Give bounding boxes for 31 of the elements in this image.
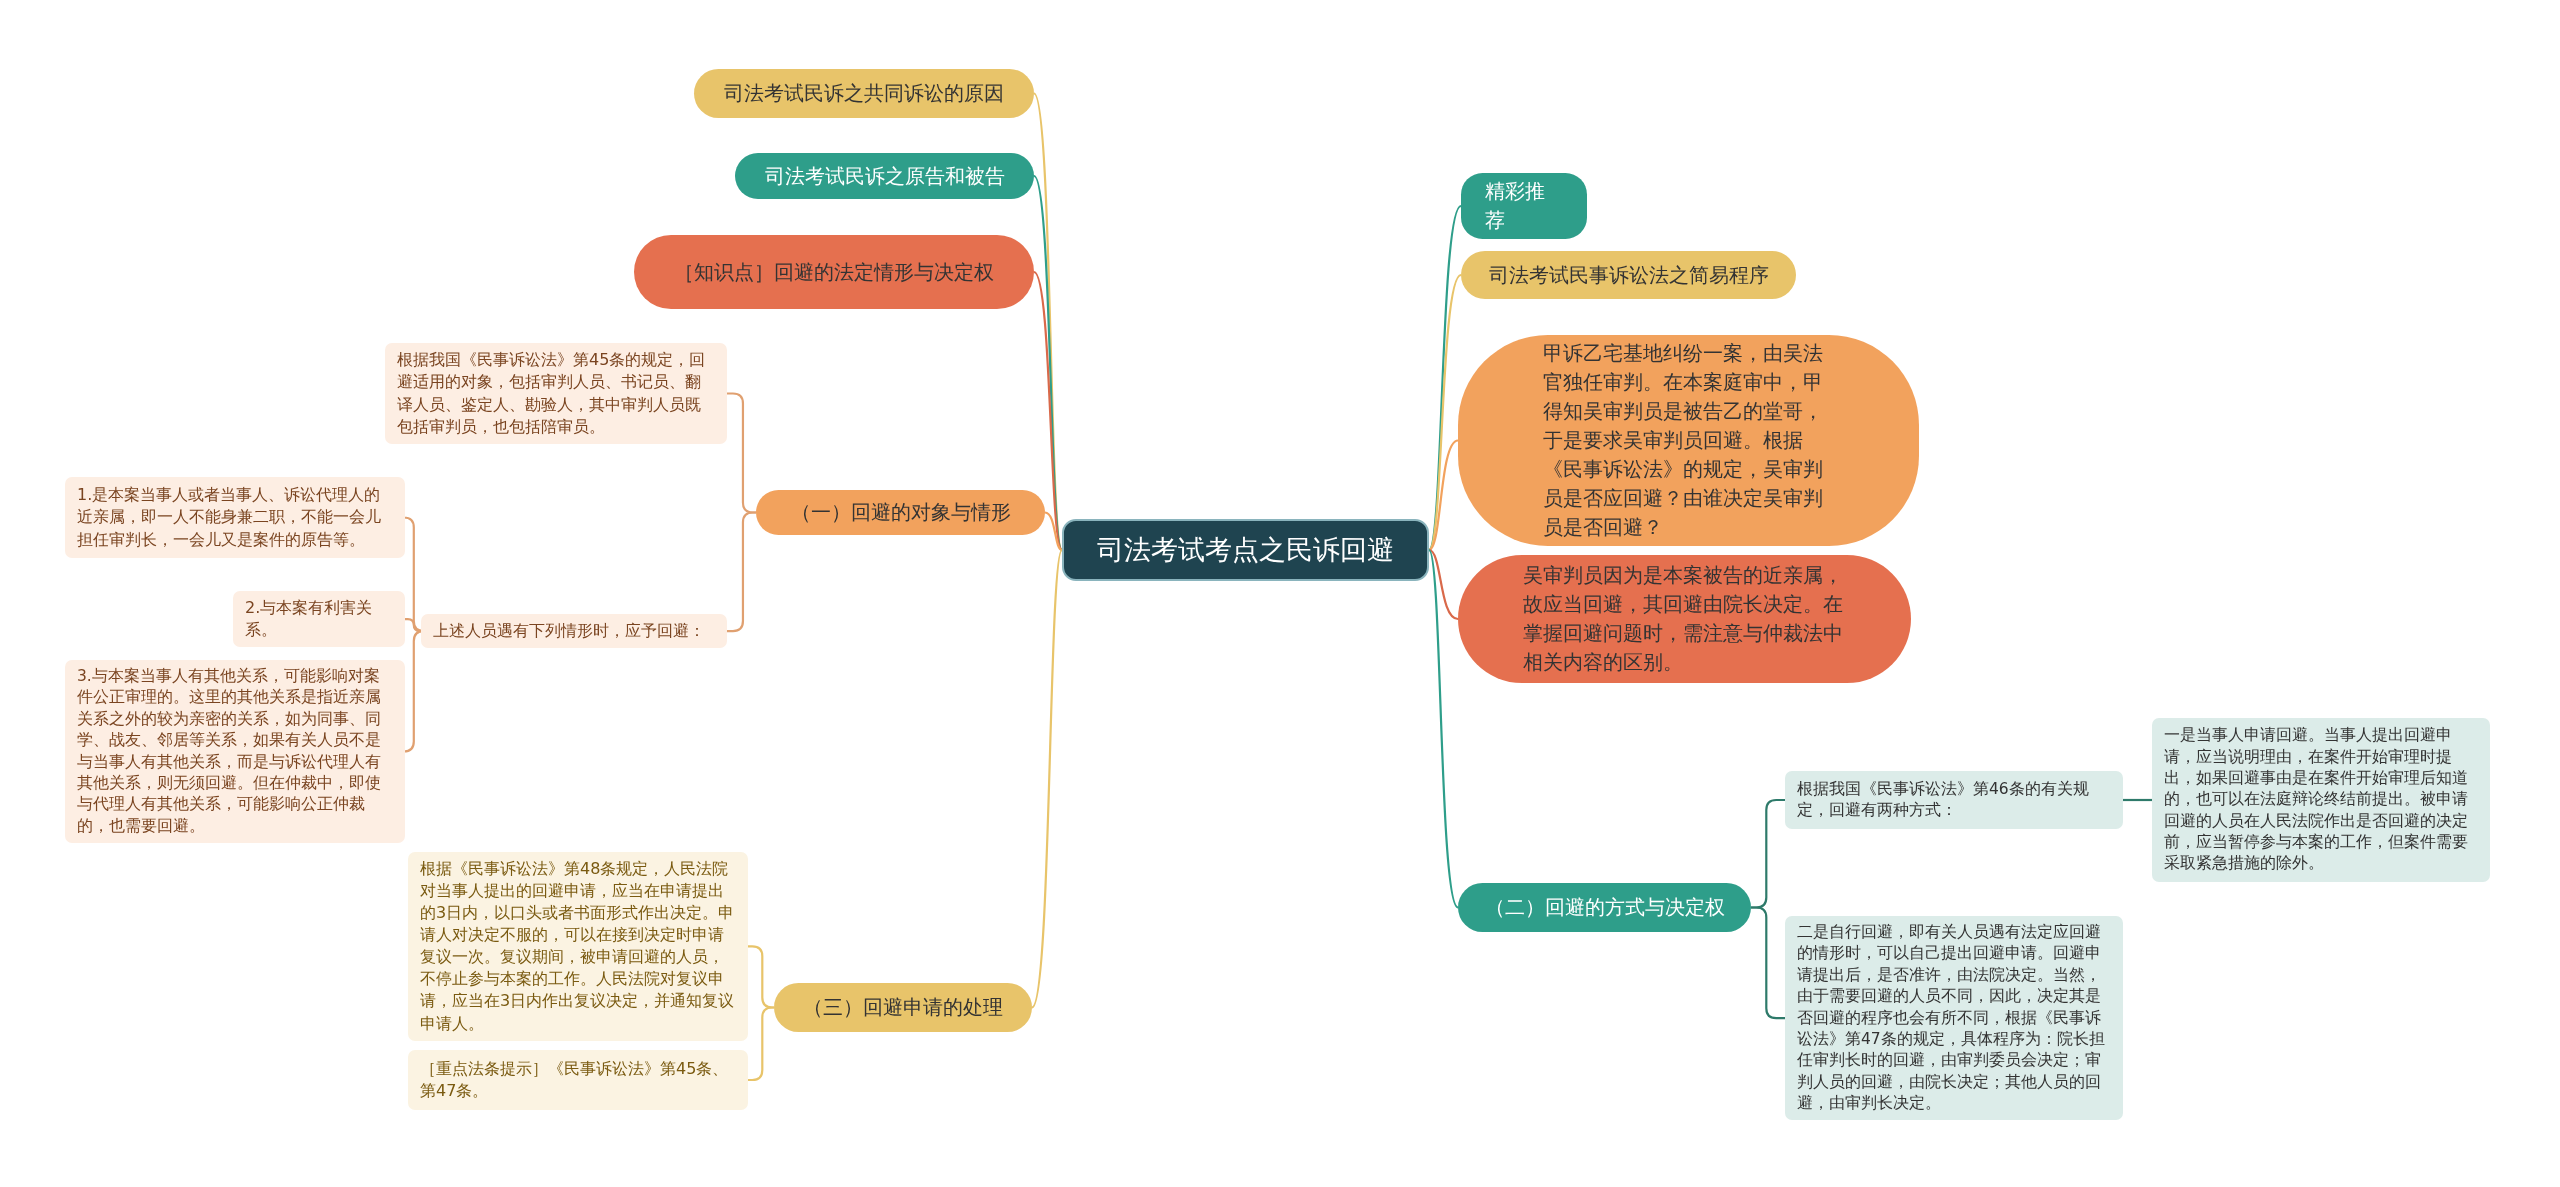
connector-line <box>1428 549 1459 909</box>
connector-line <box>1428 205 1462 551</box>
connector-line <box>1044 511 1063 551</box>
topic-box: （三）回避申请的处理 <box>774 983 1032 1032</box>
topic-box: （一）回避的对象与情形 <box>756 490 1045 535</box>
note-box: 2.与本案有利害关系。 <box>233 591 405 648</box>
note-box: 根据我国《民事诉讼法》第45条的规定，回避适用的对象，包括审判人员、书记员、翻译人员、鉴定人、勘验人，其中审判人员既包括审判员，也包括陪审员。 <box>385 343 727 444</box>
central-topic-box: 司法考试考点之民诉回避 <box>1062 519 1429 581</box>
topic-box: 吴审判员因为是本案被告的近亲属，故应当回避，其回避由院长决定。在掌握回避问题时，需注意与仲裁法中相关内容的区别。 <box>1458 555 1911 683</box>
topic-box: 司法考试民诉之原告和被告 <box>735 153 1034 199</box>
connector-line <box>1033 271 1063 551</box>
note-box: 二是自行回避，即有关人员遇有法定应回避的情形时，可以自己提出回避申请。回避申请提出后，是否准许，由法院决定。当然，由于需要回避的人员不同，因此，决定其是否回避的程序也会有所不同，根据《民事诉讼法》第47条的规定，具体程序为：院长担任审判长时的回避，由审判委员会决定；审判人员的回避，由院长决定；其他人员的回避，由审判长决定。 <box>1785 916 2123 1121</box>
connector-line <box>1031 549 1064 1008</box>
connector-line <box>2123 798 2152 802</box>
connector-line <box>1751 906 1785 1020</box>
topic-box: ［知识点］回避的法定情形与决定权 <box>634 235 1034 309</box>
note-box: 一是当事人申请回避。当事人提出回避申请，应当说明理由，在案件开始审理时提出，如果回避事由是在案件开始审理后知道的，也可以在法庭辩论终结前提出。被申请回避的人员在人民法院作出是否回避的决定前，应当暂停参与本案的工作，但案件需要采取紧急措施的除外。 <box>2152 718 2490 882</box>
connector-line <box>1428 549 1459 621</box>
topic-box: 司法考试民事诉讼法之简易程序 <box>1461 251 1796 299</box>
topic-box: （二）回避的方式与决定权 <box>1458 883 1751 932</box>
note-box: 1.是本案当事人或者当事人、诉讼代理人的近亲属，即一人不能身兼二职，不能一会儿担任审判长，一会儿又是案件的原告等。 <box>65 477 405 558</box>
note-box: ［重点法条提示］《民事诉讼法》第45条、第47条。 <box>408 1050 748 1110</box>
connector-line <box>1428 439 1459 551</box>
note-box: 根据我国《民事诉讼法》第46条的有关规定，回避有两种方式： <box>1785 771 2123 829</box>
note-box: 根据《民事诉讼法》第48条规定，人民法院对当事人提出的回避申请，应当在申请提出的3日内，以口头或者书面形式作出决定。申请人对决定不服的，可以在接到决定时申请复议一次。复议期间，被申请回避的人员，不停止参与本案的工作。人民法院对复议申请，应当在3日内作出复议决定，并通知复议申请人。 <box>408 852 748 1041</box>
topic-box: 司法考试民诉之共同诉讼的原因 <box>694 69 1034 118</box>
note-box: 3.与本案当事人有其他关系，可能影响对案件公正审理的。这里的其他关系是指近亲属关系之外的较为亲密的关系，如为同事、同学、战友、邻居等关系，如果有关人员不是与当事人有其他关系，而是与诉讼代理人有其他关系，则无须回避。但在仲裁中，即使与代理人有其他关系，可能影响公正仲裁的，也需要回避。 <box>65 660 405 843</box>
topic-box: 甲诉乙宅基地纠纷一案，由吴法官独任审判。在本案庭审中，甲得知吴审判员是被告乙的堂哥，于是要求吴审判员回避。根据《民事诉讼法》的规定，吴审判员是否应回避？由谁决定吴审判员是否回避？ <box>1458 335 1919 546</box>
note-box: 上述人员遇有下列情形时，应予回避： <box>421 614 727 649</box>
connector-line <box>1428 274 1462 551</box>
topic-box: 精彩推荐 <box>1461 173 1587 239</box>
